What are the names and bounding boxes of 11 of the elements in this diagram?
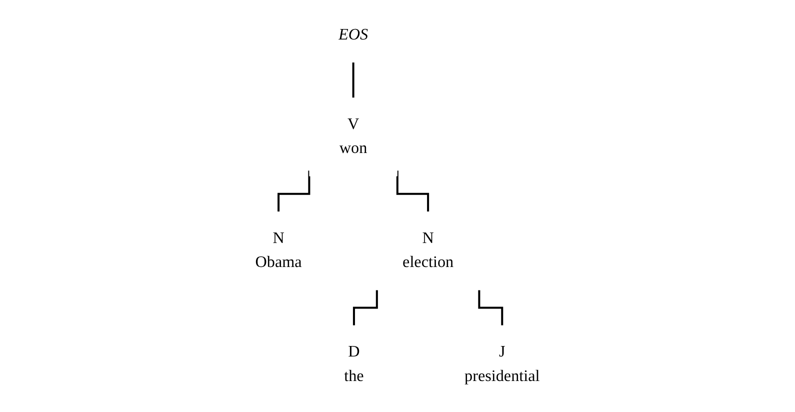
connector <box>278 170 310 213</box>
connector <box>396 170 430 213</box>
connector <box>352 290 378 326</box>
node-text: EOS <box>338 26 368 44</box>
node-text: N election <box>402 230 454 271</box>
connector <box>478 290 504 326</box>
node-text: N Obama <box>255 230 302 271</box>
node-text: D the <box>344 344 364 385</box>
node-text: V won <box>339 116 368 158</box>
node-text: J presidential <box>464 344 540 385</box>
connector <box>352 62 354 99</box>
